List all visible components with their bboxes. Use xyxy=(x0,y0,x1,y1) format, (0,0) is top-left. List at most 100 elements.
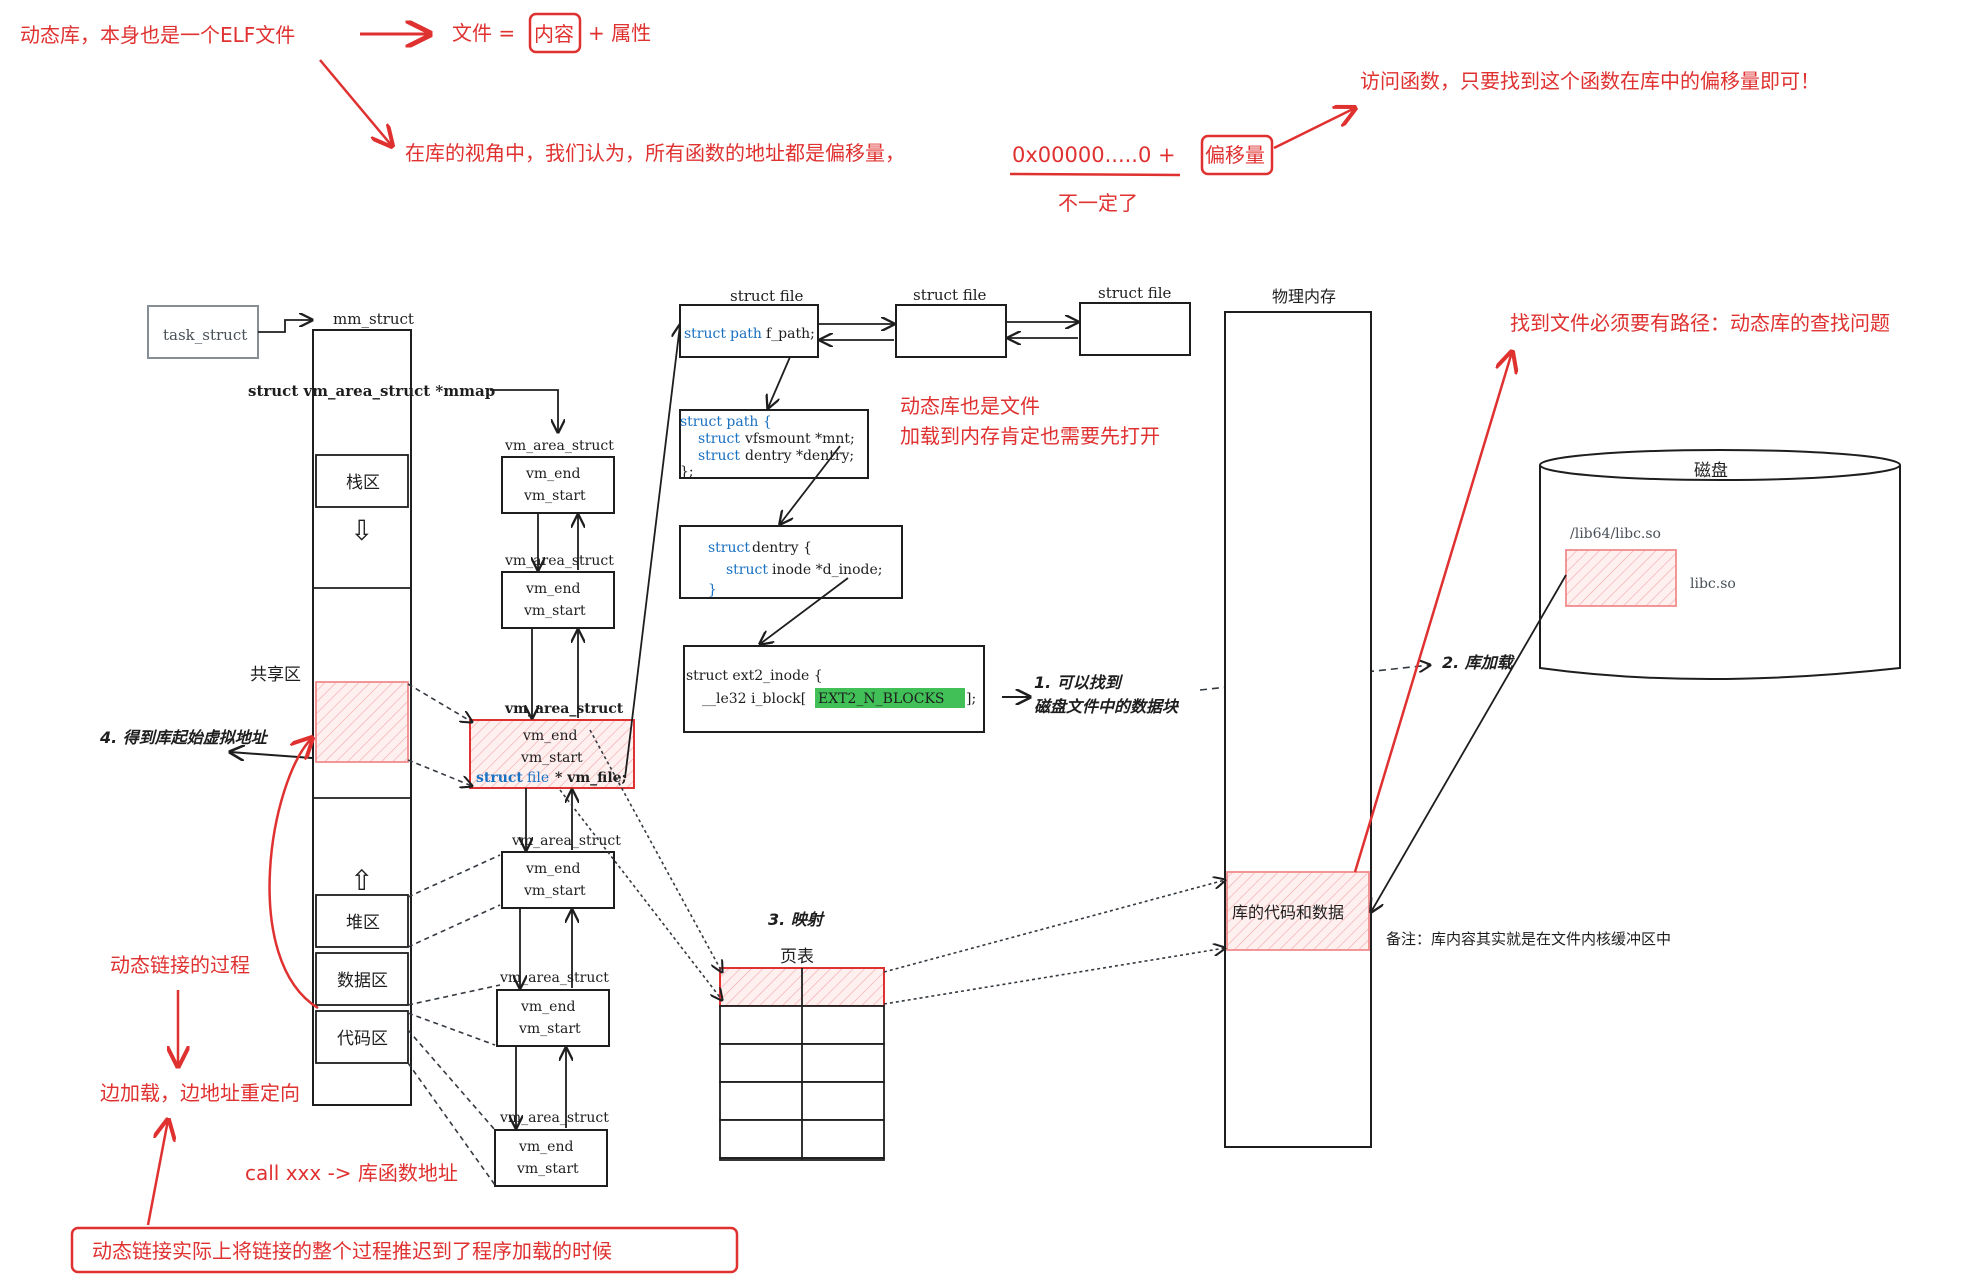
struct-file-1-label: struct file xyxy=(730,287,804,305)
struct-dentry-box xyxy=(679,525,903,599)
disk-to-mem-arrow xyxy=(1371,574,1567,912)
path-line-2-kw: struct xyxy=(698,448,740,464)
stack-grow-down-icon: ⇩ xyxy=(350,514,373,547)
dentry-head-kw: struct xyxy=(708,540,750,556)
remark-note: 备注：库内容其实就是在文件内核缓冲区中 xyxy=(1386,930,1671,948)
disk-title: 磁盘 xyxy=(1694,461,1728,481)
file-eq-label: 文件 = xyxy=(452,21,515,45)
vma-6-box xyxy=(494,1129,608,1187)
heap-to-vma4 xyxy=(407,854,501,898)
data-label: 数据区 xyxy=(337,971,388,991)
lib-view-note: 在库的视角中，我们认为，所有函数的地址都是偏移量， xyxy=(405,141,905,165)
find-block-note-2: 磁盘文件中的数据块 xyxy=(1034,697,1180,716)
vma-4-label: vm_area_struct xyxy=(511,833,621,849)
vma-3-end: vm_end xyxy=(522,728,577,744)
mapping-note: 3. 映射 xyxy=(768,910,826,929)
vma-5-end: vm_end xyxy=(520,999,575,1015)
lib-is-file-note-1: 动态库也是文件 xyxy=(900,394,1040,418)
phys-mem-label: 物理内存 xyxy=(1272,287,1336,306)
pagetable-to-mem-a xyxy=(883,880,1225,973)
code-to-vma5 xyxy=(407,1012,496,1046)
plus-attr-label: + 属性 xyxy=(588,21,651,45)
heap-to-vma4-b xyxy=(407,904,501,948)
need-path-note: 找到文件必须要有路径：动态库的查找问题 xyxy=(1510,311,1890,335)
shared-to-vma3-top xyxy=(407,683,472,722)
find-block-note-1: 1. 可以找到 xyxy=(1034,673,1124,692)
f-path-kw: struct xyxy=(684,326,726,342)
stack-label: 栈区 xyxy=(346,473,380,493)
lib-code-data-label: 库的代码和数据 xyxy=(1232,903,1344,922)
vma-1-box xyxy=(501,456,615,514)
shared-to-vma3-bottom xyxy=(407,759,472,786)
vma-4-end: vm_end xyxy=(525,861,580,877)
arrow-to-lib-view xyxy=(319,59,392,146)
dentry-to-inode-arrow xyxy=(760,577,849,644)
task-struct-box xyxy=(147,305,259,359)
mem-to-path-note-arrow xyxy=(1353,352,1512,873)
data-region xyxy=(315,952,409,1006)
vma3-to-pagetable-b xyxy=(559,789,722,1000)
lib-is-file-note-2: 加载到内存肯定也需要先打开 xyxy=(900,424,1160,448)
vma-2-label: vm_area_struct xyxy=(504,553,614,569)
code-to-vma6 xyxy=(407,1062,496,1186)
page-table xyxy=(719,967,885,1161)
inode-head: struct ext2_inode { xyxy=(686,668,823,684)
inode-blocks: EXT2_N_BLOCKS xyxy=(818,691,945,707)
vma-2-box xyxy=(501,571,615,629)
struct-file-1-box xyxy=(679,304,819,358)
lib-code-data-block xyxy=(1226,871,1370,951)
struct-file-2-box xyxy=(895,304,1007,358)
dentry-line-1: inode *d_inode; xyxy=(772,562,882,578)
get-base-note: 4. 得到库起始虚拟地址 xyxy=(99,728,269,747)
summary-box xyxy=(70,1226,739,1274)
addr-underline xyxy=(1009,172,1181,177)
phys-mem-column xyxy=(1224,311,1372,1148)
path-line-2: dentry *dentry; xyxy=(745,448,854,464)
addr-expr: 0x00000.....0 + xyxy=(1012,143,1176,167)
dentry-end: } xyxy=(708,582,717,598)
pagetable-to-mem-b xyxy=(883,948,1225,1005)
file-to-path-arrow xyxy=(768,356,791,408)
dyn-link-curve-arrow xyxy=(268,738,319,1010)
path-line-1: vfsmount *mnt; xyxy=(744,431,855,447)
vma-4-start: vm_start xyxy=(523,883,586,899)
vma-6-end: vm_end xyxy=(518,1139,573,1155)
heap-grow-up-icon: ⇧ xyxy=(350,864,373,897)
vma-2-end: vm_end xyxy=(525,581,580,597)
vma-3-box xyxy=(469,719,635,789)
code-label: 代码区 xyxy=(337,1029,388,1049)
vma-1-end: vm_end xyxy=(525,466,580,482)
shared-lib-region xyxy=(315,681,409,763)
heap-region xyxy=(315,894,409,948)
code-to-vma6-b xyxy=(407,1029,496,1131)
vma-3-label: vm_area_struct xyxy=(504,701,624,717)
path-line-1-kw: struct xyxy=(698,431,740,447)
stack-region xyxy=(315,454,409,508)
call-note: call xxx -> 库函数地址 xyxy=(245,1161,458,1185)
vma-1-label: vm_area_struct xyxy=(504,438,614,454)
struct-file-3-label: struct file xyxy=(1098,284,1172,302)
inode-line-1-end: ]; xyxy=(966,691,976,707)
inode-line-1: __le32 i_block[ xyxy=(702,691,806,707)
vma-2-start: vm_start xyxy=(523,603,586,619)
offset-label: 偏移量 xyxy=(1205,143,1265,167)
load-relocate-note: 边加载，边地址重定向 xyxy=(100,1081,300,1105)
vma-1-start: vm_start xyxy=(523,488,586,504)
vm-file-to-struct-file-arrow xyxy=(624,325,680,779)
struct-file-3-box xyxy=(1079,302,1191,356)
dentry-head: dentry { xyxy=(752,540,812,556)
summary-note: 动态链接实际上将链接的整个过程推迟到了程序加载的时候 xyxy=(92,1239,612,1263)
vma-5-box xyxy=(496,989,610,1047)
path-head: struct path { xyxy=(680,414,772,430)
struct-file-2-label: struct file xyxy=(913,286,987,304)
lib-is-elf-note: 动态库，本身也是一个ELF文件 xyxy=(20,23,295,47)
access-func-note: 访问函数，只要找到这个函数在库中的偏移量即可！ xyxy=(1360,69,1820,93)
vma-5-label: vm_area_struct xyxy=(499,970,609,986)
summary-up-arrow xyxy=(146,1120,168,1226)
vma-6-start: vm_start xyxy=(516,1161,579,1177)
dentry-line-1-kw: struct xyxy=(726,562,768,578)
page-table-label: 页表 xyxy=(780,947,814,967)
task-to-mm-arrow xyxy=(258,320,312,333)
heap-label: 堆区 xyxy=(346,913,380,933)
